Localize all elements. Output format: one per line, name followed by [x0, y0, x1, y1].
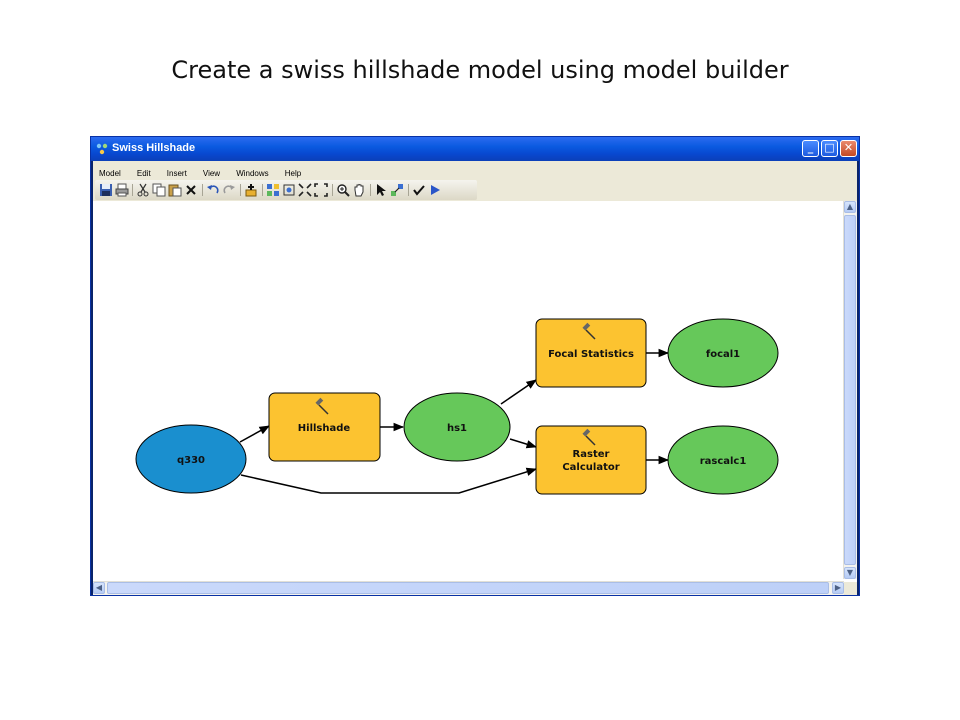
node-output-focal1[interactable]: focal1: [667, 318, 779, 388]
toolbar-separator: [132, 184, 133, 196]
menu-edit[interactable]: Edit: [136, 169, 151, 178]
scroll-down-button[interactable]: ▼: [844, 567, 856, 579]
toolbar-separator: [202, 184, 203, 196]
menu-view[interactable]: View: [202, 169, 221, 178]
model-canvas[interactable]: q330 Hillshade hs1 Focal: [93, 201, 857, 595]
window-titlebar[interactable]: Swiss Hillshade _ □ ✕: [91, 137, 859, 161]
node-tool-hillshade[interactable]: Hillshade: [268, 392, 381, 462]
node-label-raster: Raster: [573, 449, 610, 460]
scroll-corner: [844, 582, 857, 595]
zoom-out-fixed-icon[interactable]: [314, 183, 328, 197]
menubar: Model Edit Insert View Windows Help: [93, 161, 857, 179]
add-data-icon[interactable]: [244, 183, 258, 197]
modelbuilder-app-icon: [96, 143, 108, 155]
scroll-left-button[interactable]: ◀: [93, 582, 105, 594]
node-label-focal1: focal1: [706, 349, 740, 360]
toolbar-separator: [332, 184, 333, 196]
menu-windows[interactable]: Windows: [236, 169, 269, 178]
print-icon[interactable]: [115, 183, 129, 197]
hammer-icon: [582, 322, 596, 340]
vertical-scrollbar[interactable]: ▲ ▼: [843, 201, 857, 579]
minimize-icon: _: [807, 141, 814, 154]
node-tool-focal-statistics[interactable]: Focal Statistics: [535, 318, 647, 388]
chevron-up-icon: ▲: [846, 202, 854, 211]
toolbar-separator: [262, 184, 263, 196]
connectors: [239, 348, 670, 494]
connector-hs1-focal[interactable]: [500, 379, 537, 405]
derived-data-ellipse: [667, 318, 779, 388]
connector-q330-hillshade[interactable]: [239, 425, 270, 443]
copy-icon[interactable]: [152, 183, 166, 197]
tool-box: [535, 318, 647, 388]
menu-model[interactable]: Model: [99, 169, 121, 178]
node-label-hillshade: Hillshade: [298, 423, 351, 434]
zoom-in-icon[interactable]: [336, 183, 350, 197]
toolbar-separator: [408, 184, 409, 196]
toolbar-strip: [93, 179, 857, 201]
derived-data-ellipse: [667, 425, 779, 495]
pan-icon[interactable]: [352, 183, 366, 197]
chevron-down-icon: ▼: [846, 568, 854, 577]
redo-icon[interactable]: [222, 183, 236, 197]
chevron-left-icon: ◀: [95, 583, 103, 592]
node-output-hs1[interactable]: hs1: [403, 392, 511, 462]
hammer-icon: [582, 428, 596, 446]
node-label-focal-statistics: Focal Statistics: [548, 349, 634, 360]
connector-q330-raster[interactable]: [240, 467, 538, 494]
node-label-hs1: hs1: [447, 423, 467, 434]
node-label-q330: q330: [177, 455, 205, 466]
paste-icon[interactable]: [168, 183, 182, 197]
node-label-calculator: Calculator: [562, 462, 619, 473]
undo-icon[interactable]: [206, 183, 220, 197]
vertical-scroll-thumb[interactable]: [844, 215, 856, 565]
maximize-button[interactable]: □: [821, 140, 838, 157]
close-icon: ✕: [843, 141, 854, 154]
connector-hs1-raster[interactable]: [509, 438, 538, 449]
slide-title: Create a swiss hillshade model using mod…: [171, 56, 789, 84]
toolbar-separator: [240, 184, 241, 196]
close-button[interactable]: ✕: [840, 140, 857, 157]
minimize-button[interactable]: _: [802, 140, 819, 157]
node-tool-raster-calculator[interactable]: Raster Calculator: [535, 425, 647, 495]
menu-insert[interactable]: Insert: [166, 169, 187, 178]
tool-box: [535, 425, 647, 495]
toolbar-separator: [370, 184, 371, 196]
chevron-right-icon: ▶: [834, 583, 842, 592]
zoom-in-fixed-icon[interactable]: [298, 183, 312, 197]
node-label-rascalc1: rascalc1: [700, 456, 747, 467]
delete-icon[interactable]: [184, 183, 198, 197]
run-icon[interactable]: [428, 183, 442, 197]
full-extent-icon[interactable]: [282, 183, 296, 197]
horizontal-scroll-thumb[interactable]: [107, 582, 829, 594]
select-icon[interactable]: [374, 183, 388, 197]
hammer-icon: [315, 397, 329, 415]
menu-help[interactable]: Help: [284, 169, 302, 178]
auto-layout-icon[interactable]: [266, 183, 280, 197]
save-icon[interactable]: [99, 183, 113, 197]
input-data-ellipse: [135, 424, 247, 494]
horizontal-scrollbar[interactable]: ◀ ▶: [93, 581, 844, 595]
cut-icon[interactable]: [136, 183, 150, 197]
derived-data-ellipse: [403, 392, 511, 462]
tool-box: [268, 392, 381, 462]
scroll-up-button[interactable]: ▲: [844, 201, 856, 213]
validate-icon[interactable]: [412, 183, 426, 197]
window-title: Swiss Hillshade: [112, 142, 196, 154]
model-diagram: q330 Hillshade hs1 Focal: [135, 318, 779, 495]
maximize-icon: □: [824, 141, 835, 154]
model-builder-window: Swiss Hillshade _ □ ✕ Model Edit Insert …: [90, 136, 860, 596]
model-toolbar: [95, 180, 477, 200]
node-output-rascalc1[interactable]: rascalc1: [667, 425, 779, 495]
scroll-right-button[interactable]: ▶: [832, 582, 844, 594]
node-input-q330[interactable]: q330: [135, 424, 247, 494]
connect-icon[interactable]: [390, 183, 404, 197]
